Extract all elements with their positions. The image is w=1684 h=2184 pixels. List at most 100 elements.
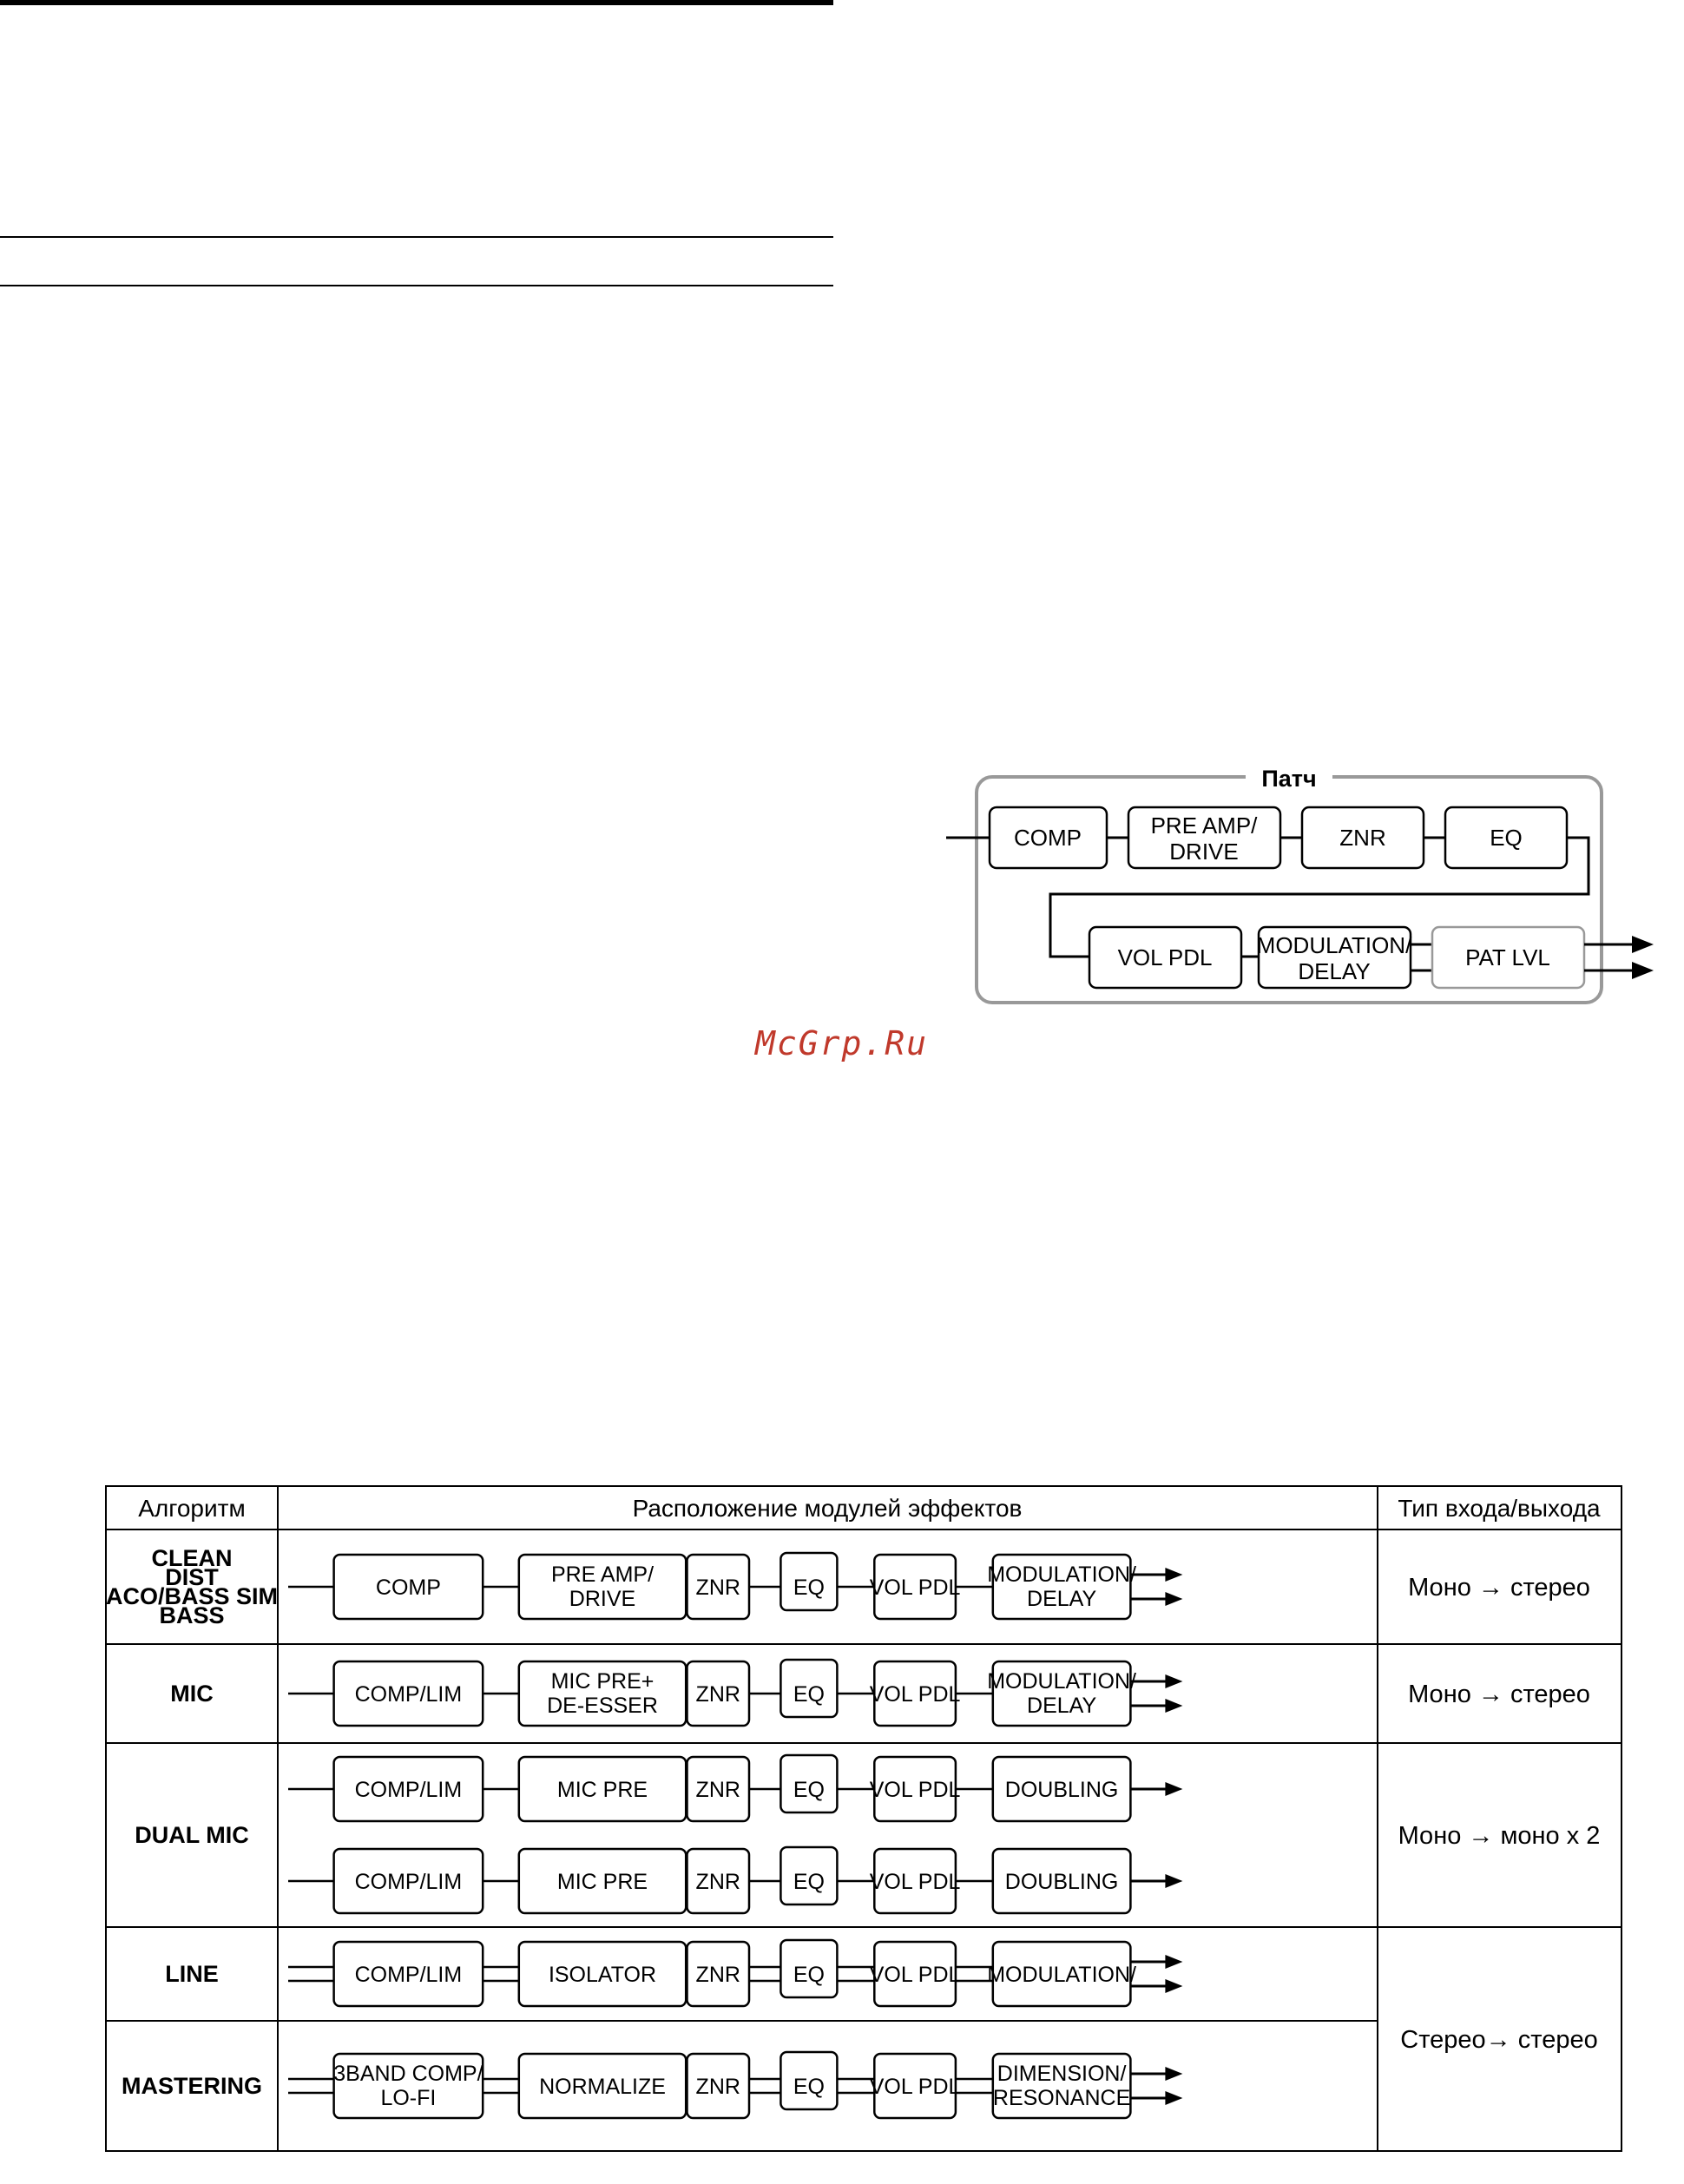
table-grid (105, 1485, 1622, 2152)
module-label-vol-pdl: VOL PDL (870, 1963, 961, 1987)
algorithm-name-clean-1: DIST (165, 1564, 219, 1590)
module-eq-mastering (780, 2050, 839, 2111)
patch-module-eq-label: EQ (1490, 825, 1523, 851)
module-label-znr: ZNR (696, 2075, 740, 2099)
output-arrow-mastering-0-0 (1165, 2067, 1183, 2081)
module-vol-pdl-dual-mic (873, 1755, 957, 1823)
patch-module-modulation-label-1: MODULATION/ (1257, 932, 1412, 958)
patch-module-modulation (1257, 925, 1412, 990)
algorithm-name-mic: MIC (170, 1681, 214, 1707)
module-eq-clean (780, 1551, 839, 1612)
module-dimension-resonance-mastering (991, 2052, 1132, 2120)
header-layout: Расположение модулей эффектов (633, 1495, 1023, 1522)
patch-module-modulation-label-2: DELAY (1298, 958, 1370, 984)
module-label-mic-pre-de-esser-1: DE-ESSER (547, 1694, 658, 1718)
divider-rule-2 (0, 285, 833, 286)
patch-module-volpdl-label: VOL PDL (1118, 944, 1213, 970)
module-label-eq: EQ (793, 1963, 825, 1987)
module-label-vol-pdl: VOL PDL (870, 2075, 961, 2099)
module-znr-line (686, 1940, 751, 2008)
module-isolator-line (517, 1940, 687, 2008)
algorithm-name-clean-2: ACO/BASS SIM (106, 1583, 278, 1609)
module-pre-amp-drive-clean (517, 1553, 687, 1621)
patch-diagram: Патч COMP PRE AMP/ DRIVE ZNR EQ VOL PDL … (946, 764, 1654, 1004)
module-eq-mic (780, 1658, 839, 1719)
header-algorithm: Алгоритм (138, 1495, 245, 1522)
algorithm-name-clean: CLEAN (152, 1545, 233, 1571)
output-arrow-dual-mic-1-0 (1165, 1874, 1183, 1888)
module-label-pre-amp-drive-1: DRIVE (569, 1587, 635, 1611)
algorithm-name-dual-mic: DUAL MIC (135, 1822, 249, 1848)
module-label-vol-pdl: VOL PDL (870, 1778, 961, 1802)
algorithm-table: Алгоритм Расположение модулей эффектов Т… (105, 1485, 1622, 2152)
io-type-mic: Моно → стерео (1408, 1681, 1590, 1708)
module-label-doubling: DOUBLING (1005, 1778, 1119, 1802)
module-label-modulation-delay-0: MODULATION/ (987, 1562, 1136, 1587)
module-label-isolator: ISOLATOR (549, 1963, 656, 1987)
module-label-doubling: DOUBLING (1005, 1870, 1119, 1894)
module-3band-comp-lo-fi-mastering (332, 2052, 484, 2120)
module-modulation-delay-mic (991, 1660, 1132, 1727)
module-label-comp: COMP (376, 1576, 441, 1600)
header-io-type: Тип входа/выхода (1398, 1495, 1601, 1522)
module-label-znr: ZNR (696, 1682, 740, 1707)
module-label-eq: EQ (793, 2075, 825, 2099)
module-label-mic-pre: MIC PRE (557, 1778, 648, 1802)
module-mic-pre-dual-mic (517, 1755, 687, 1823)
module-label-znr: ZNR (696, 1870, 740, 1894)
module-label-eq: EQ (793, 1682, 825, 1707)
output-arrow-dual-mic-0-0 (1165, 1782, 1183, 1796)
divider-rule-1 (0, 236, 833, 238)
output-arrow-mic-0-1 (1165, 1699, 1183, 1713)
watermark-text: McGrp.Ru (755, 1024, 929, 1062)
module-label-dimension-resonance-0: DIMENSION/ (997, 2062, 1127, 2086)
patch-module-preamp-label-2: DRIVE (1169, 839, 1238, 865)
algorithm-name-clean-3: BASS (159, 1602, 224, 1628)
io-type-clean: Моно → стерео (1408, 1574, 1590, 1602)
module-label-vol-pdl: VOL PDL (870, 1576, 961, 1600)
io-type-dual-mic: Моно → моно x 2 (1398, 1822, 1601, 1850)
module-label-modulation-delay-1: DELAY (1027, 1694, 1096, 1718)
output-arrow-clean-0-0 (1165, 1568, 1183, 1582)
module-label-vol-pdl: VOL PDL (870, 1870, 961, 1894)
module-label-eq: EQ (793, 1778, 825, 1802)
module-comp-lim-line (332, 1940, 484, 2008)
algorithm-name-mastering: MASTERING (122, 2073, 262, 2099)
module-vol-pdl-dual-mic (873, 1847, 957, 1915)
module-label-dimension-resonance-1: RESONANCE (993, 2086, 1130, 2110)
module-label-mic-pre: MIC PRE (557, 1870, 648, 1894)
module-label-3band-comp-lo-fi-1: LO-FI (380, 2086, 436, 2110)
module-modulation-line (991, 1940, 1132, 2008)
module-label-modulation: MODULATION/ (987, 1963, 1136, 1987)
top-rule (0, 0, 833, 5)
module-label-znr: ZNR (696, 1778, 740, 1802)
module-label-comp-lim: COMP/LIM (355, 1682, 463, 1707)
module-label-comp-lim: COMP/LIM (355, 1870, 463, 1894)
module-label-eq: EQ (793, 1576, 825, 1600)
module-vol-pdl-clean (873, 1553, 957, 1621)
algorithm-name-line: LINE (165, 1961, 219, 1987)
module-label-normalize: NORMALIZE (539, 2075, 666, 2099)
output-arrow-mic-0-0 (1165, 1674, 1183, 1688)
module-eq-dual-mic (780, 1845, 839, 1906)
module-label-mic-pre-de-esser-0: MIC PRE+ (551, 1669, 655, 1694)
module-znr-mastering (686, 2052, 751, 2120)
module-label-znr: ZNR (696, 1576, 740, 1600)
output-arrow-line-0-0 (1165, 1955, 1183, 1969)
module-eq-dual-mic (780, 1753, 839, 1814)
patch-output-arrow-1 (1632, 936, 1654, 953)
patch-module-znr-label: ZNR (1339, 825, 1385, 851)
module-vol-pdl-line (873, 1940, 957, 2008)
module-label-modulation-delay-0: MODULATION/ (987, 1669, 1136, 1694)
module-eq-line (780, 1938, 839, 1999)
module-vol-pdl-mastering (873, 2052, 957, 2120)
patch-title: Патч (1261, 766, 1316, 792)
module-label-modulation-delay-1: DELAY (1027, 1587, 1096, 1611)
output-arrow-clean-0-1 (1165, 1592, 1183, 1606)
io-type-mastering: Стерео→ стерео (1400, 2026, 1597, 2054)
module-label-znr: ZNR (696, 1963, 740, 1987)
module-normalize-mastering (517, 2052, 687, 2120)
module-mic-pre-de-esser-mic (517, 1660, 687, 1727)
patch-module-preamp-label-1: PRE AMP/ (1151, 812, 1259, 839)
